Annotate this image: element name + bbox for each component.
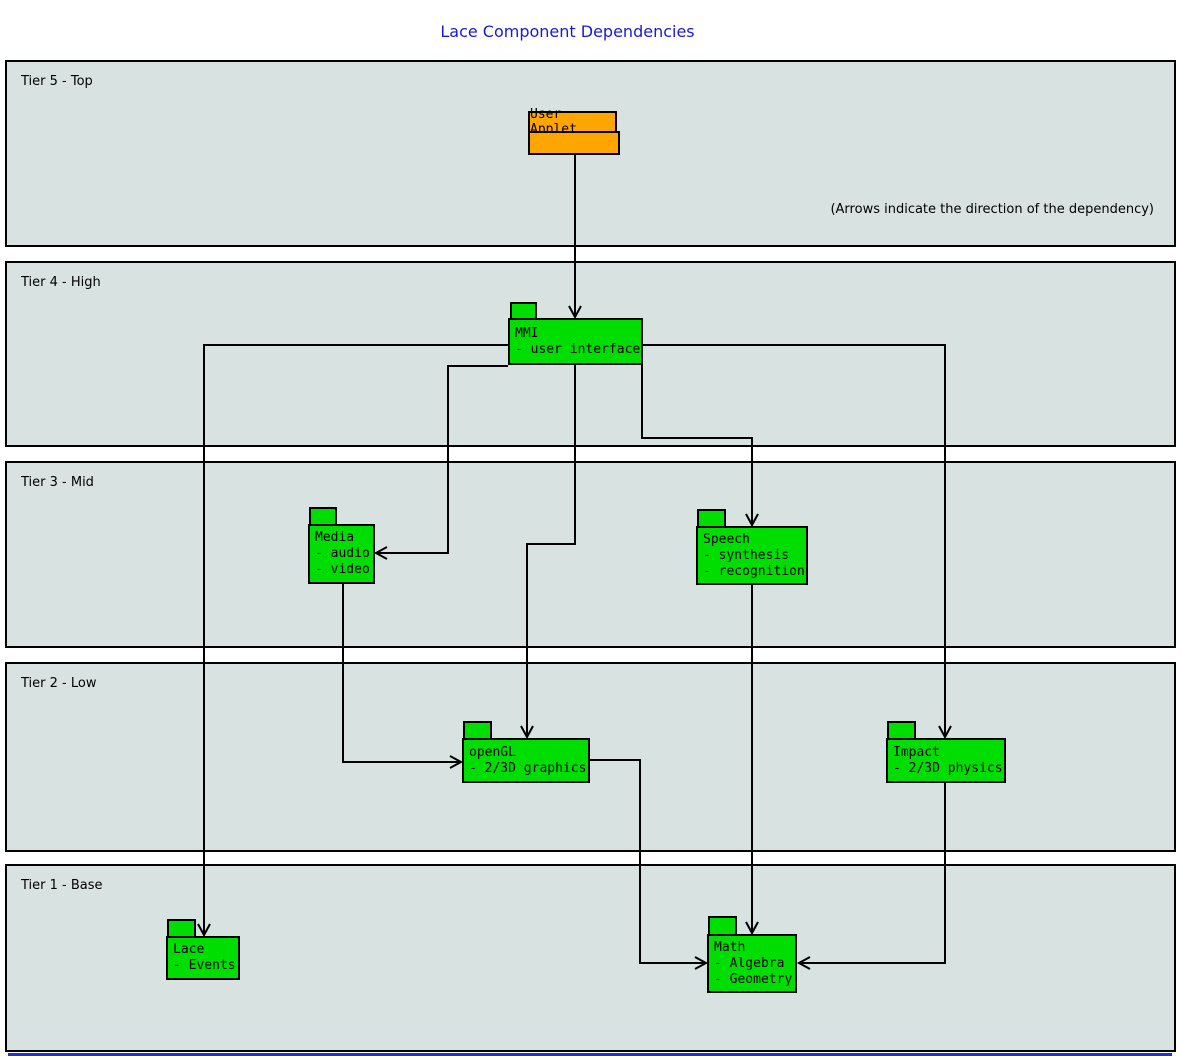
component-detail: - Events: [173, 958, 236, 973]
tier-3-label: Tier 3 - Mid: [21, 475, 94, 490]
component-detail: - synthesis: [703, 547, 790, 563]
component-detail: - recognition: [703, 563, 805, 579]
component-name: Speech: [703, 531, 750, 547]
component-detail: - audio: [315, 546, 370, 561]
component-name: Impact: [893, 744, 940, 760]
component-detail: - Algebra: [714, 955, 785, 971]
component-detail: - 2/3D graphics: [469, 760, 587, 776]
component-name: openGL: [469, 744, 516, 760]
dependency-note: (Arrows indicate the direction of the de…: [830, 202, 1154, 217]
tier-1-label: Tier 1 - Base: [21, 878, 103, 893]
component-detail: - user interface: [515, 341, 641, 357]
user-applet-body-box: [528, 131, 620, 155]
component-name: Math: [714, 939, 746, 955]
tier-3-band: Tier 3 - Mid: [5, 461, 1176, 648]
component-name: Media: [315, 530, 355, 545]
component-detail: - 2/3D physics: [893, 760, 1003, 776]
diagram-title: Lace Component Dependencies: [440, 22, 695, 41]
tier-4-band: Tier 4 - High: [5, 261, 1176, 447]
component-detail: - Geometry: [714, 971, 793, 987]
user-applet-label-box: User Applet: [528, 107, 617, 137]
tier-4-label: Tier 4 - High: [21, 275, 101, 290]
component-detail: - video: [315, 562, 370, 577]
bottom-blue-bar: [8, 1053, 1172, 1056]
tier-5-label: Tier 5 - Top: [21, 74, 93, 89]
component-name: MMI: [515, 325, 539, 341]
tier-2-label: Tier 2 - Low: [21, 676, 97, 691]
component-name: Lace: [173, 942, 205, 957]
